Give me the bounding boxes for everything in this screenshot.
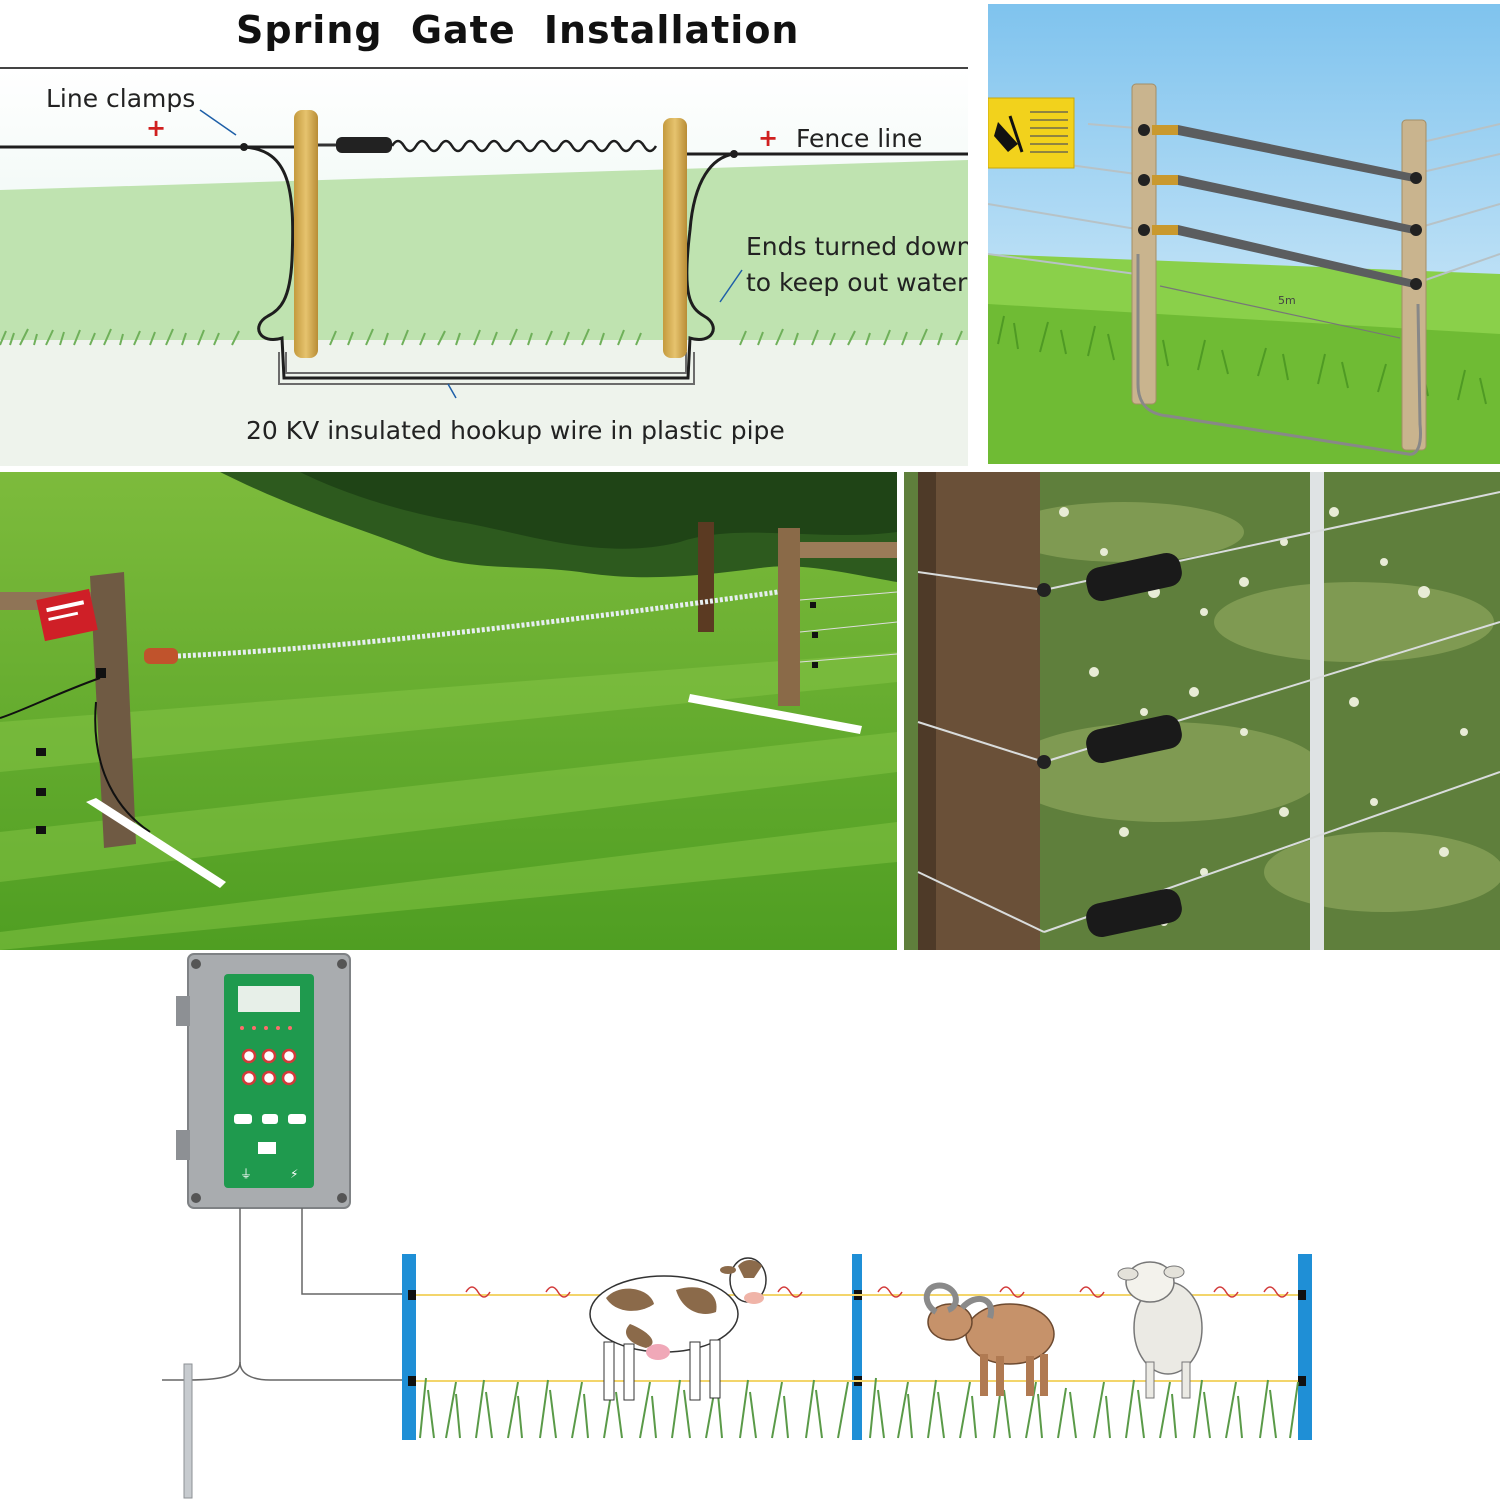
arrow-line-clamps (199, 109, 237, 136)
ground-terminal-icon: ⏚ (240, 1167, 252, 1181)
plus-sign-right: + (758, 124, 779, 152)
distance-label: 5m (1278, 294, 1296, 307)
controller-display (238, 986, 300, 1012)
sheep-icon (1117, 1261, 1203, 1399)
handle-closeup-photo (904, 472, 1500, 950)
fence-post-right (1298, 1254, 1312, 1440)
gate-handle-top (1138, 124, 1422, 184)
ground (0, 340, 968, 466)
energizer-controller: ⏚ ⚡ (176, 953, 351, 1209)
illustration-grass-front (988, 304, 1500, 464)
photo-post-right (778, 528, 800, 706)
controller-animal-icons (234, 1114, 306, 1154)
label-ends-turned-line2: to keep out water (746, 268, 968, 297)
closeup-wood-post-shadow (918, 472, 936, 950)
gate-handle-middle (1138, 174, 1422, 236)
fence-lead (301, 1208, 404, 1295)
photo-ground-brace-right (688, 694, 862, 734)
photo-insulators (36, 602, 818, 834)
warning-sign-icon (988, 97, 1075, 169)
photo-lead-wire (0, 677, 101, 719)
grass-strip (0, 328, 963, 346)
handle-closeup-art (904, 472, 1500, 950)
three-strand-gate-art: 5m (988, 4, 1500, 464)
ground-rod-icon (183, 1363, 193, 1499)
photo-hookup-wire (94, 701, 151, 833)
line-clamp-right (730, 150, 738, 158)
energizer-fence-art: ⏚ ⚡ (162, 953, 1312, 1499)
arrow-hookup-wire (447, 383, 457, 399)
gate-post-right (663, 118, 687, 358)
plastic-pipe-inner (285, 352, 687, 374)
photo-post-left (90, 572, 136, 848)
closeup-handle-top (1037, 552, 1182, 602)
gate-post-left (294, 110, 318, 358)
closeup-handle-bottom (1086, 888, 1182, 938)
arrow-ends-turned (719, 269, 743, 303)
tree-line-dark (300, 472, 897, 549)
label-line-clamps: Line clamps (46, 84, 196, 113)
controller-leds (240, 1026, 292, 1030)
controller-hinge-top (176, 996, 190, 1026)
label-hookup-wire: 20 KV insulated hookup wire in plastic p… (246, 416, 785, 445)
plastic-pipe (278, 352, 695, 385)
ground-lead (187, 1208, 241, 1381)
closeup-flowers (1059, 507, 1468, 926)
gate-spring (390, 139, 658, 153)
photo-gate-handle (144, 648, 178, 664)
yard-gate-photo-art (0, 472, 897, 950)
closeup-pole (1310, 472, 1324, 950)
ground-return-lead (239, 1361, 404, 1381)
label-ends-turned-line1: Ends turned down (746, 232, 968, 261)
controller-hinge-bottom (176, 1130, 190, 1160)
plus-sign-left: + (146, 114, 167, 142)
ram-icon (923, 1282, 1055, 1396)
diagram-title: Spring Gate Installation (236, 8, 800, 52)
label-fence-line: Fence line (796, 124, 923, 153)
tree-trunk (698, 522, 714, 632)
hookup-wire (243, 145, 735, 380)
distance-line (1159, 285, 1401, 339)
warning-sign-icon (36, 588, 98, 642)
right-fence-wires (799, 591, 897, 663)
yard-gate-photo (0, 472, 897, 950)
photo-gate-spring (177, 589, 779, 659)
mow-stripes (0, 652, 897, 950)
line-clamp-left (240, 143, 248, 151)
gate-handle-bottom (1138, 224, 1422, 290)
spring-gate-diagram: Spring Gate Installation Line clamps + +… (0, 0, 968, 466)
gate-handle (336, 137, 392, 153)
photo-rail-right (800, 542, 897, 558)
closeup-handle-middle (1037, 714, 1182, 769)
pulse-symbols (465, 1286, 1289, 1298)
controller-buttons (241, 1048, 297, 1086)
spring-gate-diagram-art (0, 67, 968, 466)
fence-grass (419, 1377, 1299, 1439)
photo-ground-brace-left (86, 798, 226, 888)
fence-post-middle (852, 1254, 862, 1440)
energizer-fence-schematic: ⏚ ⚡ (0, 952, 1500, 1500)
closeup-wood-post (918, 472, 1040, 950)
fence-post-left (402, 1254, 416, 1440)
illustration-underground-wire (1136, 254, 1422, 456)
meadow (0, 160, 968, 345)
fence-terminal-icon: ⚡ (290, 1167, 298, 1181)
cow-icon (589, 1257, 767, 1401)
three-strand-gate-illustration: 5m (988, 4, 1500, 464)
